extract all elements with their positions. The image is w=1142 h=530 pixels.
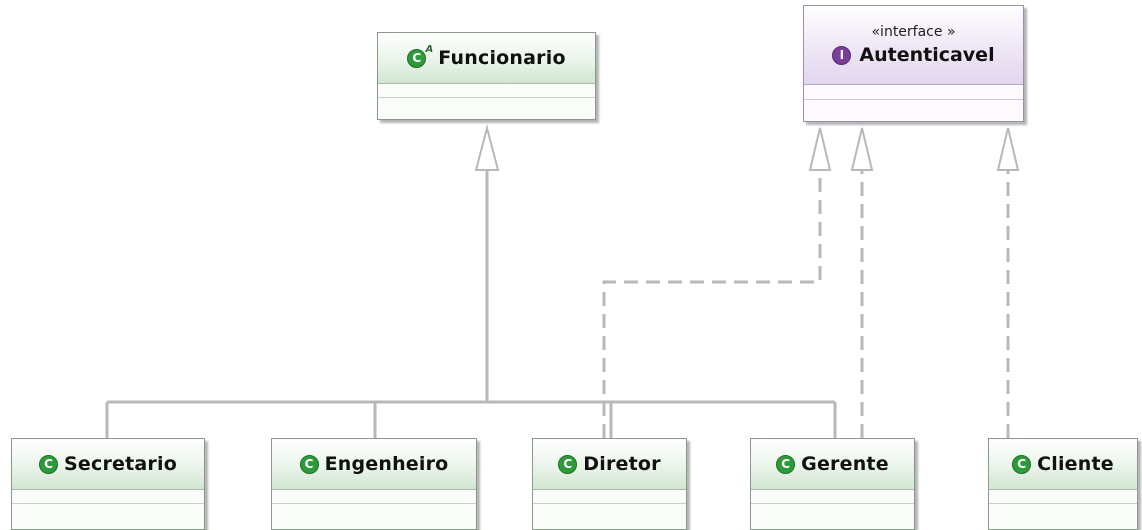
class-box-engenheiro[interactable]: C Engenheiro: [271, 438, 477, 530]
attributes-compartment: [804, 85, 1023, 100]
operations-compartment: [533, 504, 686, 517]
interface-name: Autenticavel: [859, 44, 995, 66]
generalization-arrowhead: [474, 124, 500, 171]
class-header: C Gerente: [751, 439, 914, 490]
attributes-compartment: [12, 490, 204, 504]
class-icon: C: [299, 454, 319, 474]
attributes-compartment: [272, 490, 476, 504]
class-header: C Diretor: [533, 439, 686, 490]
operations-compartment: [989, 504, 1137, 517]
class-icon: C: [1012, 454, 1032, 474]
class-box-gerente[interactable]: C Gerente: [750, 438, 915, 530]
attributes-compartment: [751, 490, 914, 504]
interface-header: «interface » I Autenticavel: [804, 6, 1023, 85]
realization-arrowhead-diretor: [808, 127, 832, 171]
class-header: C Secretario: [12, 439, 204, 490]
class-box-funcionario[interactable]: C A Funcionario: [377, 32, 596, 120]
realization-arrowhead-cliente: [996, 127, 1020, 171]
operations-compartment: [378, 98, 595, 111]
attributes-compartment: [378, 84, 595, 98]
class-icon: C: [558, 454, 578, 474]
class-name: Engenheiro: [324, 453, 449, 475]
class-name: Cliente: [1037, 453, 1114, 475]
class-name: Diretor: [583, 453, 661, 475]
class-icon: C: [776, 454, 796, 474]
class-name: Funcionario: [438, 47, 566, 69]
class-box-diretor[interactable]: C Diretor: [532, 438, 687, 530]
operations-compartment: [12, 504, 204, 517]
class-header: C A Funcionario: [378, 33, 595, 84]
operations-compartment: [272, 504, 476, 517]
class-header: C Cliente: [989, 439, 1137, 490]
abstract-class-icon: C A: [407, 44, 433, 68]
realization-diretor: [602, 170, 822, 438]
interface-icon: I: [832, 45, 852, 65]
class-box-secretario[interactable]: C Secretario: [11, 438, 205, 530]
interface-box-autenticavel[interactable]: «interface » I Autenticavel: [803, 5, 1024, 122]
operations-compartment: [804, 100, 1023, 114]
operations-compartment: [751, 504, 914, 517]
realization-arrowhead-gerente: [850, 127, 874, 171]
class-icon: C: [39, 454, 59, 474]
class-header: C Engenheiro: [272, 439, 476, 490]
attributes-compartment: [533, 490, 686, 504]
attributes-compartment: [989, 490, 1137, 504]
class-name: Secretario: [64, 453, 177, 475]
class-box-cliente[interactable]: C Cliente: [988, 438, 1138, 530]
class-name: Gerente: [801, 453, 889, 475]
stereotype-label: «interface »: [871, 24, 956, 40]
